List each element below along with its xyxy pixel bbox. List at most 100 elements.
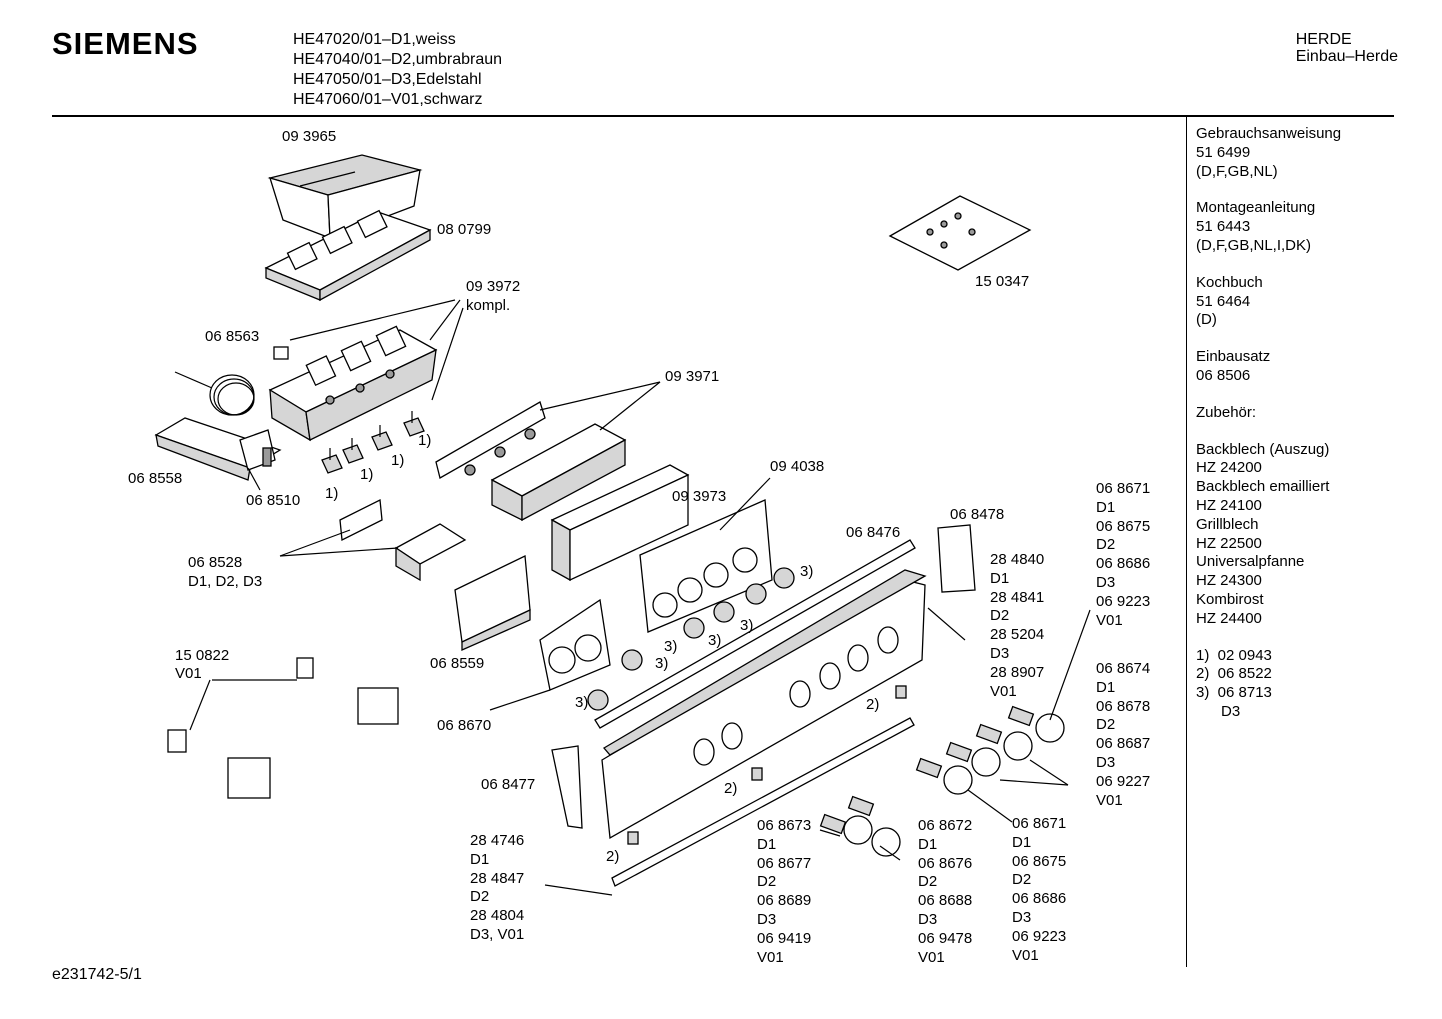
bracket-part-093971: [435, 401, 627, 522]
part-label-line: 28 4840: [990, 551, 1045, 568]
label-068528: 06 8528: [188, 554, 243, 571]
part-label-line: D1: [1012, 833, 1032, 851]
label-150347: 15 0347: [975, 273, 1030, 290]
part-label-line: D3: [757, 910, 777, 928]
part-label-line: V01: [1096, 791, 1123, 809]
sidebar-line: 2) 06 8522: [1196, 665, 1272, 683]
front-panel: [601, 569, 927, 840]
part-label-line: D2: [1012, 871, 1032, 889]
bracket-part-093973: [550, 464, 690, 582]
part-label-line: 06 9223: [1012, 927, 1067, 945]
sidebar-line: (D,F,GB,NL): [1196, 162, 1278, 180]
part-label-line: D3: [1096, 573, 1116, 591]
part-label-line: 06 8671: [1012, 815, 1067, 832]
part-label-line: V01: [1012, 946, 1039, 964]
sidebar-line: HZ 22500: [1196, 534, 1262, 552]
panel-part-094038: [639, 499, 773, 633]
bracket-part-150822: [167, 657, 399, 799]
label-093972: 09 3972: [466, 278, 521, 295]
footnote-marker: 3): [655, 655, 669, 672]
part-label-line: D2: [757, 873, 777, 891]
part-label-line: V01: [1096, 611, 1123, 629]
sidebar-line: 06 8506: [1196, 366, 1251, 384]
part-label-line: D2: [1096, 716, 1116, 734]
part-label-line: 06 8687: [1096, 735, 1151, 753]
footnote-marker: 1): [360, 466, 374, 483]
part-label-line: 06 9419: [757, 929, 812, 947]
part-label-line: D2: [1096, 536, 1116, 554]
part-label-line: 06 8677: [757, 854, 812, 872]
label-093965: 09 3965: [282, 128, 337, 145]
footnote-marker: 3): [664, 638, 678, 655]
label-068478: 06 8478: [950, 506, 1005, 523]
strip-part-068476: [594, 539, 916, 729]
sidebar-line: Einbausatz: [1196, 348, 1271, 366]
label-093973: 09 3973: [672, 488, 727, 505]
part-label-line: 28 4847: [470, 869, 525, 887]
sidebar-line: Universalpfanne: [1196, 553, 1305, 571]
bracket-part-068478: [937, 524, 976, 593]
part-label-line: 06 8673: [757, 817, 812, 834]
part-label-line: 28 4841: [990, 588, 1045, 606]
category-title: HERDE: [1295, 31, 1352, 48]
part-label-line: 06 8689: [757, 892, 812, 910]
sidebar-line: Gebrauchsanweisung: [1196, 125, 1342, 142]
sidebar-line: 51 6499: [1196, 143, 1251, 161]
model-line: HE47020/01–D1,weiss: [293, 31, 456, 48]
part-label-line: D1: [990, 569, 1010, 587]
category-block: HERDE Einbau–Herde: [1296, 31, 1398, 65]
label-068476: 06 8476: [846, 524, 901, 541]
part-label-line: V01: [990, 682, 1017, 700]
model-line: HE47050/01–D3,Edelstahl: [293, 71, 482, 88]
footnote-marker: 2): [724, 780, 738, 797]
sidebar-line: Grillblech: [1196, 515, 1259, 533]
sidebar-line: (D,F,GB,NL,I,DK): [1196, 236, 1312, 254]
part-label-line: 28 4804: [470, 907, 525, 925]
screw-bag-part-150347: [888, 195, 1032, 271]
part-label-line: D1: [1096, 678, 1116, 696]
bracket-part-068528: [339, 498, 467, 582]
sidebar-line: HZ 24300: [1196, 572, 1262, 590]
label-068563: 06 8563: [205, 328, 260, 345]
sidebar-line: D3: [1196, 702, 1241, 720]
sidebar-line: 51 6464: [1196, 292, 1251, 310]
footnote-marker: 3): [740, 617, 754, 634]
sidebar-divider: [1186, 117, 1187, 967]
footnote-marker: 2): [606, 848, 620, 865]
footnote-marker: 3): [800, 563, 814, 580]
part-label-line: 28 8907: [990, 663, 1045, 681]
footnote-marker: 1): [325, 485, 339, 502]
part-label-line: D1: [757, 835, 777, 853]
label-150822: 15 0822: [175, 647, 230, 664]
label-093971: 09 3971: [665, 368, 720, 385]
model-line: HE47060/01–V01,schwarz: [293, 91, 483, 108]
part-label-line: 06 8676: [918, 854, 973, 872]
part-label-line: V01: [918, 948, 945, 966]
part-label-line: 06 8675: [1096, 517, 1151, 535]
label-068559: 06 8559: [430, 655, 485, 672]
label-068528-variants: D1, D2, D3: [188, 573, 263, 590]
part-label-line: 28 5204: [990, 626, 1045, 644]
part-label-line: D1: [1096, 498, 1116, 516]
label-150822-variant: V01: [175, 665, 202, 682]
part-label-line: D2: [990, 607, 1010, 625]
label-068510: 06 8510: [246, 492, 301, 509]
part-label-line: D3, V01: [470, 925, 525, 943]
part-label-line: 06 8686: [1012, 890, 1067, 908]
sidebar-group: Zubehör:: [1196, 404, 1341, 423]
part-label-line: D3: [1096, 753, 1116, 771]
part-label-line: 06 9223: [1096, 592, 1151, 610]
frame-part-080799: [264, 209, 432, 302]
part-label-line: 06 8675: [1012, 852, 1067, 870]
switch-block-part-093972: [268, 325, 438, 442]
sidebar-line: Kombirost: [1196, 590, 1264, 608]
label-068477: 06 8477: [481, 776, 536, 793]
part-label-line: D2: [918, 873, 938, 891]
clip-set: [627, 685, 907, 845]
